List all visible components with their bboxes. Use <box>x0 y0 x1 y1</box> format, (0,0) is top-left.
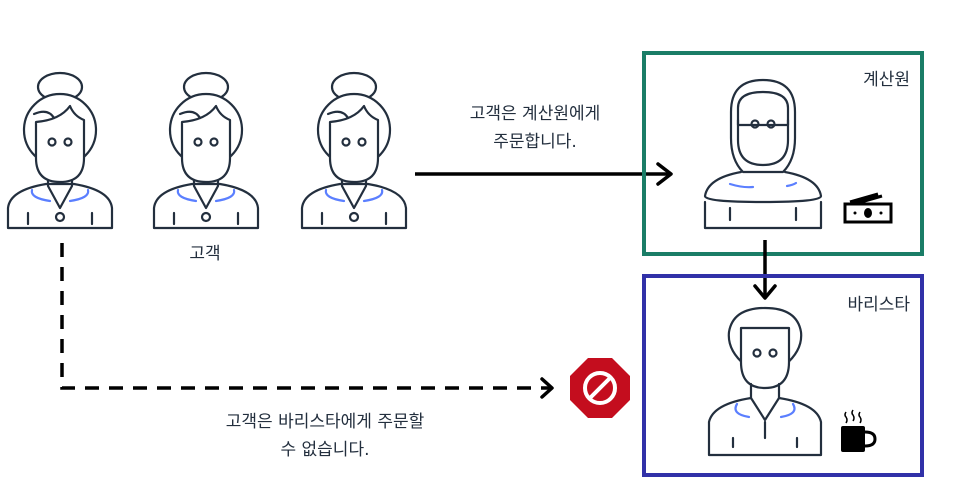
barista-label: 바리스타 <box>847 295 910 315</box>
barista-box <box>642 274 924 477</box>
customers-label: 고객 <box>189 244 221 264</box>
blocked-caption: 고객은 바리스타에게 주문할 수 없습니다. <box>170 408 480 464</box>
caption-line: 주문합니다. <box>493 132 577 152</box>
no-entry-icon <box>570 358 630 418</box>
caption-line: 고객은 계산원에게 <box>469 104 601 124</box>
money-icon <box>843 192 893 224</box>
customer-icon <box>6 71 114 230</box>
order-caption: 고객은 계산원에게 주문합니다. <box>420 100 650 156</box>
cashier-icon <box>703 78 823 230</box>
handoff-arrow <box>753 240 777 300</box>
coffee-mug-icon <box>841 409 877 452</box>
cashier-box <box>642 51 924 256</box>
customer-icon <box>152 71 260 230</box>
cashier-label: 계산원 <box>863 70 910 90</box>
order-arrow <box>415 162 673 186</box>
blocked-path-arrow <box>60 243 554 399</box>
caption-line: 수 없습니다. <box>280 440 370 460</box>
barista-icon <box>707 306 823 457</box>
customer-icon <box>300 71 408 230</box>
caption-line: 고객은 바리스타에게 주문할 <box>225 412 425 432</box>
